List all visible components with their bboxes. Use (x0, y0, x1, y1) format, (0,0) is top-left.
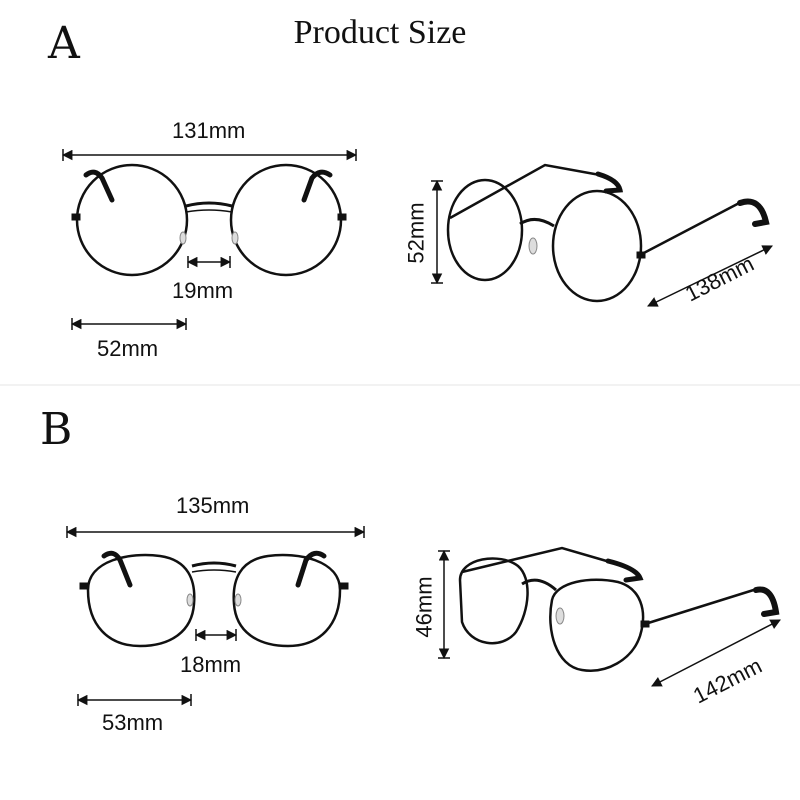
glasses-b-front (79, 550, 349, 648)
section-divider (0, 384, 800, 386)
glasses-b-side (458, 546, 780, 672)
dimension-lines-b-front (65, 526, 366, 706)
glasses-a-front (71, 163, 347, 277)
a-lens-height-label: 52mm (403, 202, 429, 264)
section-b-letter: B (40, 404, 73, 455)
b-bridge-label: 18mm (180, 652, 242, 677)
a-total-width-label: 131mm (172, 118, 246, 143)
section-a-letter: A (48, 18, 80, 69)
dimension-lines-b-side (438, 549, 781, 687)
page-title: Product Size (293, 14, 467, 51)
b-lens-width-label: 53mm (102, 710, 164, 735)
dimension-lines-a-front (61, 149, 358, 330)
a-bridge-label: 19mm (172, 278, 234, 303)
a-lens-width-label: 52mm (97, 336, 159, 361)
b-total-width-label: 135mm (176, 493, 250, 518)
b-lens-height-label: 46mm (411, 576, 437, 638)
dimension-lines-a-side (431, 179, 773, 307)
